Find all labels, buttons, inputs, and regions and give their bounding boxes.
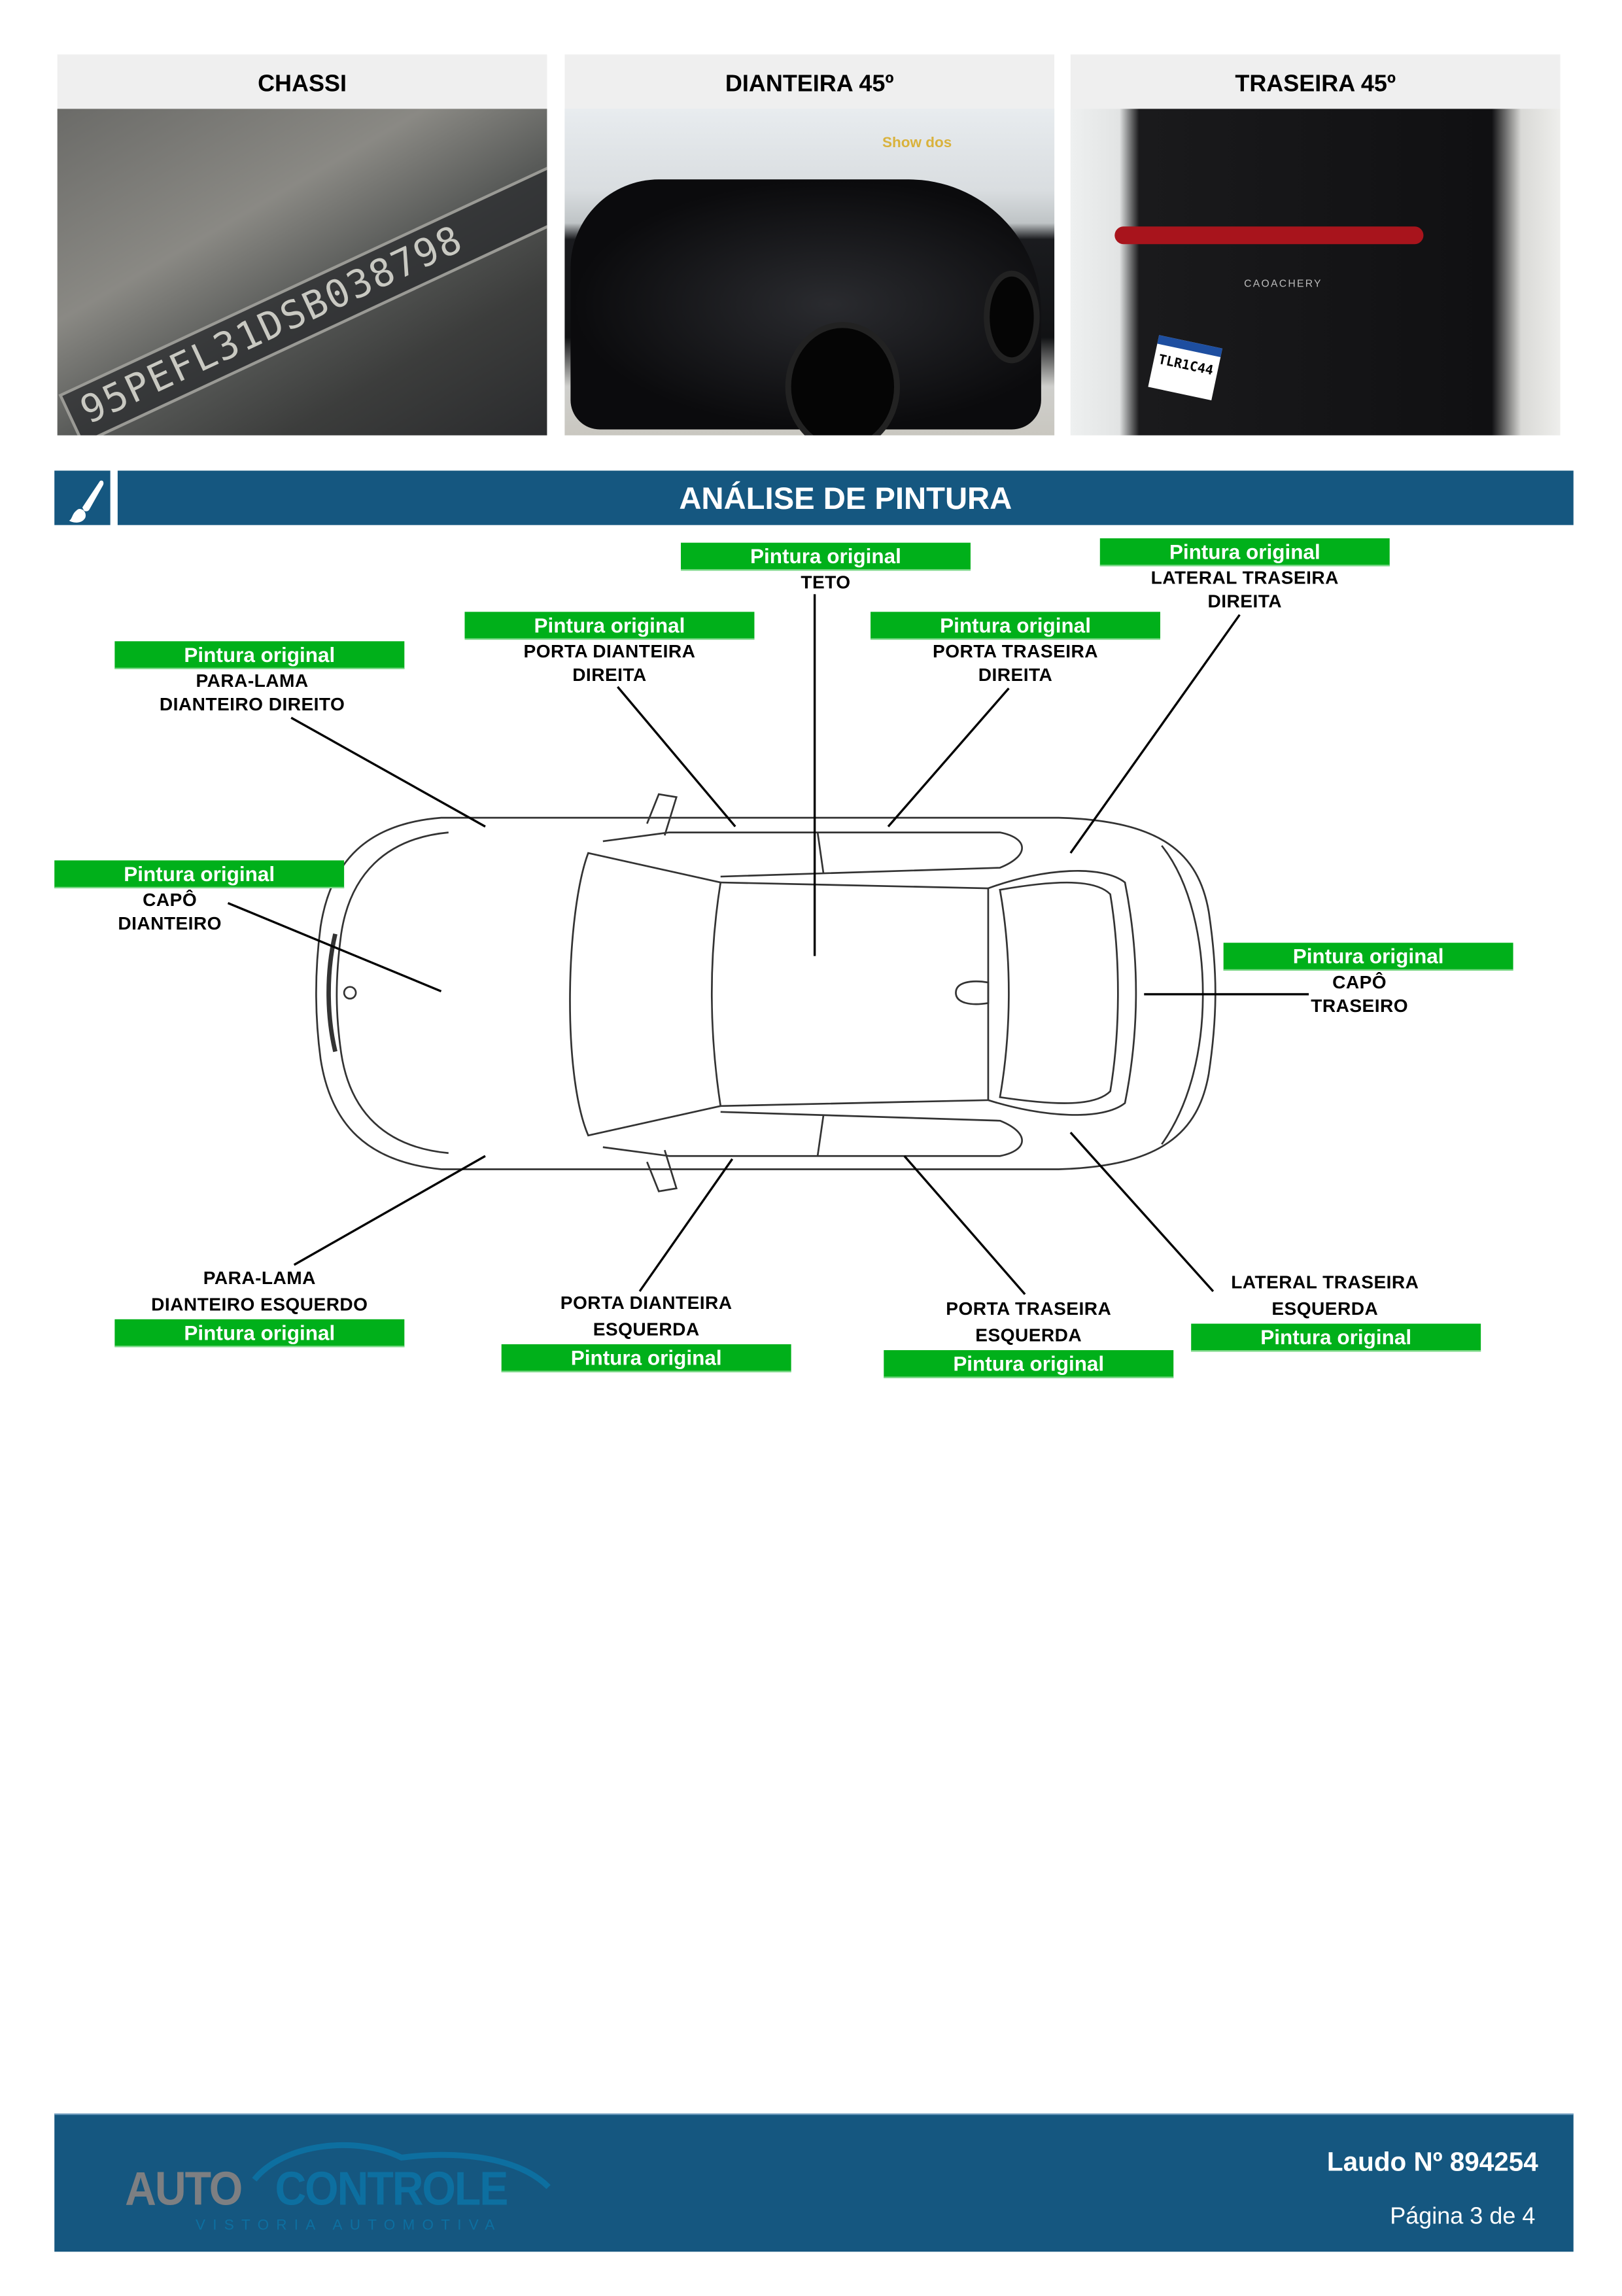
footer: AUTO CONTROLE VISTORIA AUTOMOTIVA Laudo … <box>54 2113 1574 2252</box>
part-label-porta-dianteira-esquerda: PORTA DIANTEIRA ESQUERDA Pintura origina… <box>501 1293 791 1372</box>
part-name: PORTA TRASEIRA <box>946 1298 1112 1319</box>
part-label-capo-dianteiro: Pintura original CAPÔ DIANTEIRO <box>54 860 345 935</box>
photo-card-front: DIANTEIRA 45º Show dos <box>564 54 1055 436</box>
paint-status-badge: Pintura original <box>1191 1323 1481 1352</box>
part-name: LATERAL TRASEIRA <box>1231 1272 1419 1293</box>
part-name: CAPÔ <box>143 890 198 911</box>
section-title: ANÁLISE DE PINTURA <box>117 470 1574 525</box>
store-sign: Show dos <box>882 135 952 152</box>
part-name: DIREITA <box>572 664 647 685</box>
part-label-para-lama-dianteiro-esquerdo: PARA-LAMA DIANTEIRO ESQUERDO Pintura ori… <box>114 1268 405 1348</box>
photo-title: TRASEIRA 45º <box>1235 72 1396 97</box>
photo-card-rear: TRASEIRA 45º CAOACHERY TLR1C44 <box>1070 54 1561 436</box>
photo-title: DIANTEIRA 45º <box>725 72 894 97</box>
report-number: Laudo Nº 894254 <box>1326 2147 1538 2177</box>
part-label-porta-dianteira-direita: Pintura original PORTA DIANTEIRA DIREITA <box>464 612 755 687</box>
part-label-lateral-traseira-esquerda: LATERAL TRASEIRA ESQUERDA Pintura origin… <box>1191 1272 1481 1352</box>
paint-status-badge: Pintura original <box>1099 538 1390 566</box>
paintbrush-icon <box>54 470 111 525</box>
paint-status-badge: Pintura original <box>1223 943 1513 971</box>
car-top-view-diagram <box>227 594 1309 1295</box>
paint-status-badge: Pintura original <box>681 542 971 571</box>
part-name: DIREITA <box>978 664 1053 685</box>
auto-controle-logo: AUTO CONTROLE VISTORIA AUTOMOTIVA <box>122 2136 564 2238</box>
paint-status-badge: Pintura original <box>114 641 405 670</box>
part-label-porta-traseira-esquerda: PORTA TRASEIRA ESQUERDA Pintura original <box>884 1298 1174 1378</box>
car-outline <box>315 793 1216 1192</box>
part-name: DIREITA <box>1207 590 1283 612</box>
part-name: ESQUERDA <box>593 1318 700 1340</box>
leader-lines <box>227 594 1309 1295</box>
wheel <box>984 270 1040 364</box>
part-label-para-lama-dianteiro-direito: Pintura original PARA-LAMA DIANTEIRO DIR… <box>114 641 405 716</box>
logo-tagline: VISTORIA AUTOMOTIVA <box>196 2218 502 2235</box>
part-name: ESQUERDA <box>975 1324 1082 1346</box>
wheel <box>785 322 901 436</box>
part-label-lateral-traseira-direita: Pintura original LATERAL TRASEIRA DIREIT… <box>1099 538 1390 614</box>
paint-status-badge: Pintura original <box>114 1319 405 1348</box>
photo-card-chassis: CHASSI 95PEFL31DSB038798 <box>57 54 547 436</box>
rear-45-photo[interactable]: CAOACHERY TLR1C44 <box>1070 109 1561 436</box>
chassis-photo[interactable]: 95PEFL31DSB038798 <box>57 109 547 436</box>
part-label-teto: Pintura original TETO <box>681 542 971 595</box>
part-name: TETO <box>801 572 851 593</box>
paint-status-badge: Pintura original <box>54 860 345 889</box>
photo-title: CHASSI <box>258 72 347 97</box>
part-name: PARA-LAMA <box>196 670 309 691</box>
part-name: DIANTEIRO ESQUERDO <box>151 1293 368 1314</box>
part-name: ESQUERDA <box>1271 1298 1379 1319</box>
part-name: PARA-LAMA <box>203 1268 316 1289</box>
part-name: PORTA DIANTEIRA <box>560 1293 733 1313</box>
logo-word-auto: AUTO <box>125 2162 243 2216</box>
paint-status-badge: Pintura original <box>464 612 755 640</box>
tail-light <box>1114 226 1424 245</box>
part-name: DIANTEIRO DIREITO <box>159 693 345 714</box>
front-45-photo[interactable]: Show dos <box>564 109 1055 436</box>
page-indicator: Página 3 de 4 <box>1390 2204 1536 2230</box>
part-name: CAPÔ <box>1332 972 1387 993</box>
paint-status-badge: Pintura original <box>884 1350 1174 1378</box>
part-label-porta-traseira-direita: Pintura original PORTA TRASEIRA DIREITA <box>871 612 1160 687</box>
brand-badge: CAOACHERY <box>1244 279 1322 290</box>
logo-word-controle: CONTROLE <box>275 2162 508 2216</box>
part-name: DIANTEIRO <box>118 913 222 933</box>
paint-status-badge: Pintura original <box>871 612 1160 640</box>
part-name: PORTA DIANTEIRA <box>523 641 696 662</box>
part-name: LATERAL TRASEIRA <box>1150 567 1339 589</box>
car-swoosh-icon <box>252 2142 551 2189</box>
paint-status-badge: Pintura original <box>501 1344 791 1372</box>
part-name: TRASEIRO <box>1311 995 1409 1016</box>
part-name: PORTA TRASEIRA <box>933 641 1099 662</box>
part-label-capo-traseiro: Pintura original CAPÔ TRASEIRO <box>1223 943 1513 1018</box>
